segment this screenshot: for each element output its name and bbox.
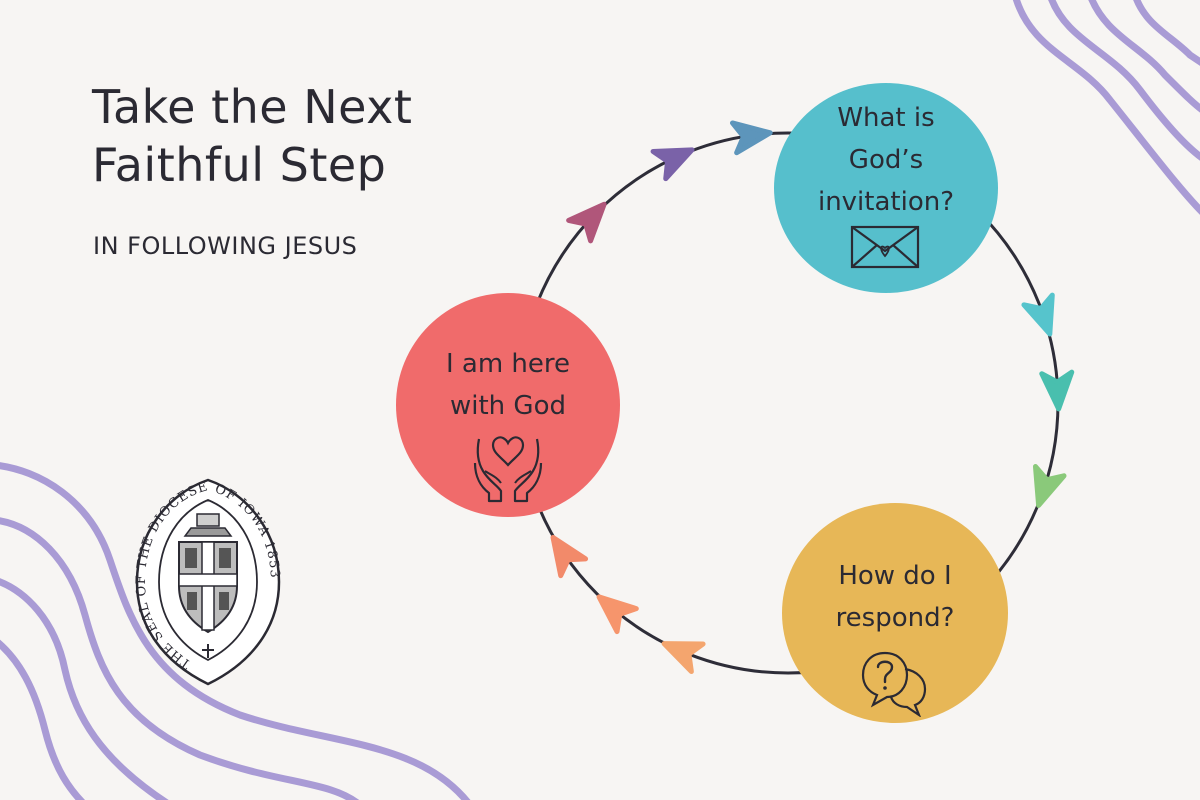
cycle-arrows bbox=[550, 120, 1075, 675]
speech-bubbles-question-icon bbox=[861, 651, 927, 717]
page-subtitle: IN FOLLOWING JESUS bbox=[93, 232, 358, 260]
step-how-do-i-respond-line: How do I bbox=[838, 561, 952, 591]
step-gods-invitation-line: What is bbox=[837, 103, 935, 133]
wavy-lines-bottom-left bbox=[0, 462, 471, 800]
title-line-2: Faithful Step bbox=[92, 138, 387, 192]
step-here-with-god: I am here with God bbox=[396, 293, 620, 517]
cycle-arrow-icon bbox=[1021, 292, 1055, 337]
step-here-with-god-line: I am here bbox=[445, 349, 571, 379]
cycle-arrow-icon bbox=[1039, 369, 1075, 412]
cycle-arrow-icon bbox=[550, 534, 589, 579]
step-gods-invitation-label: What is God’s invitation? bbox=[818, 97, 954, 223]
cycle-arrow-icon bbox=[596, 594, 639, 635]
step-here-with-god-label: I am here with God bbox=[446, 343, 570, 427]
cycle-arrow-icon bbox=[1032, 464, 1067, 508]
step-gods-invitation: What is God’s invitation? bbox=[774, 83, 998, 293]
step-how-do-i-respond-label: How do I respond? bbox=[836, 555, 955, 639]
step-how-do-i-respond-line: respond? bbox=[835, 603, 955, 633]
cycle-arrow-icon bbox=[661, 641, 706, 675]
envelope-icon bbox=[850, 225, 920, 269]
step-gods-invitation-line: invitation? bbox=[817, 187, 955, 217]
cycle-arrow-icon bbox=[729, 120, 773, 156]
wavy-lines-top-right bbox=[1012, 0, 1200, 215]
hands-heart-icon bbox=[473, 436, 543, 503]
cycle-arrow-icon bbox=[566, 201, 607, 244]
diocese-seal: THE SEAL OF THE DIOCESE OF IOWA 1853 bbox=[135, 478, 281, 686]
step-how-do-i-respond: How do I respond? bbox=[782, 503, 1008, 723]
step-here-with-god-line: with God bbox=[450, 391, 566, 421]
title-line-1: Take the Next bbox=[92, 80, 413, 134]
step-gods-invitation-line: God’s bbox=[848, 145, 924, 175]
page-title: Take the Next Faithful Step bbox=[92, 78, 412, 194]
cycle-arrow-icon bbox=[650, 147, 695, 182]
